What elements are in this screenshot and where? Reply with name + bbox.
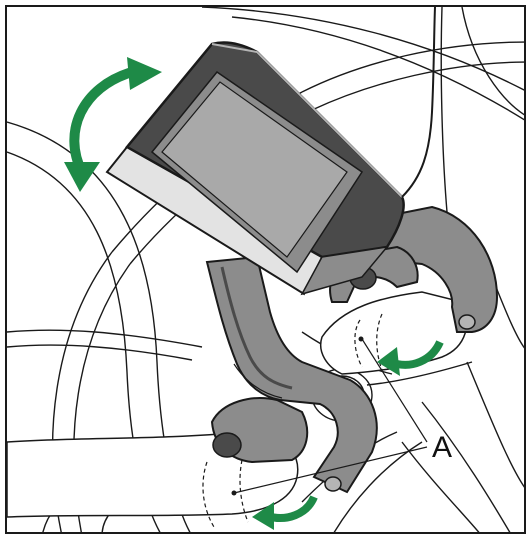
callout-label: A [432, 431, 452, 464]
mount-arm [205, 255, 378, 494]
curved-arrow-icon [252, 495, 318, 530]
callout-a: A [233, 338, 452, 494]
curved-arrow-icon [377, 340, 444, 376]
mounting-diagram: A [7, 7, 524, 532]
figure-frame: A [5, 5, 526, 534]
curved-double-arrow-icon [64, 57, 162, 192]
display-unit [105, 7, 436, 296]
